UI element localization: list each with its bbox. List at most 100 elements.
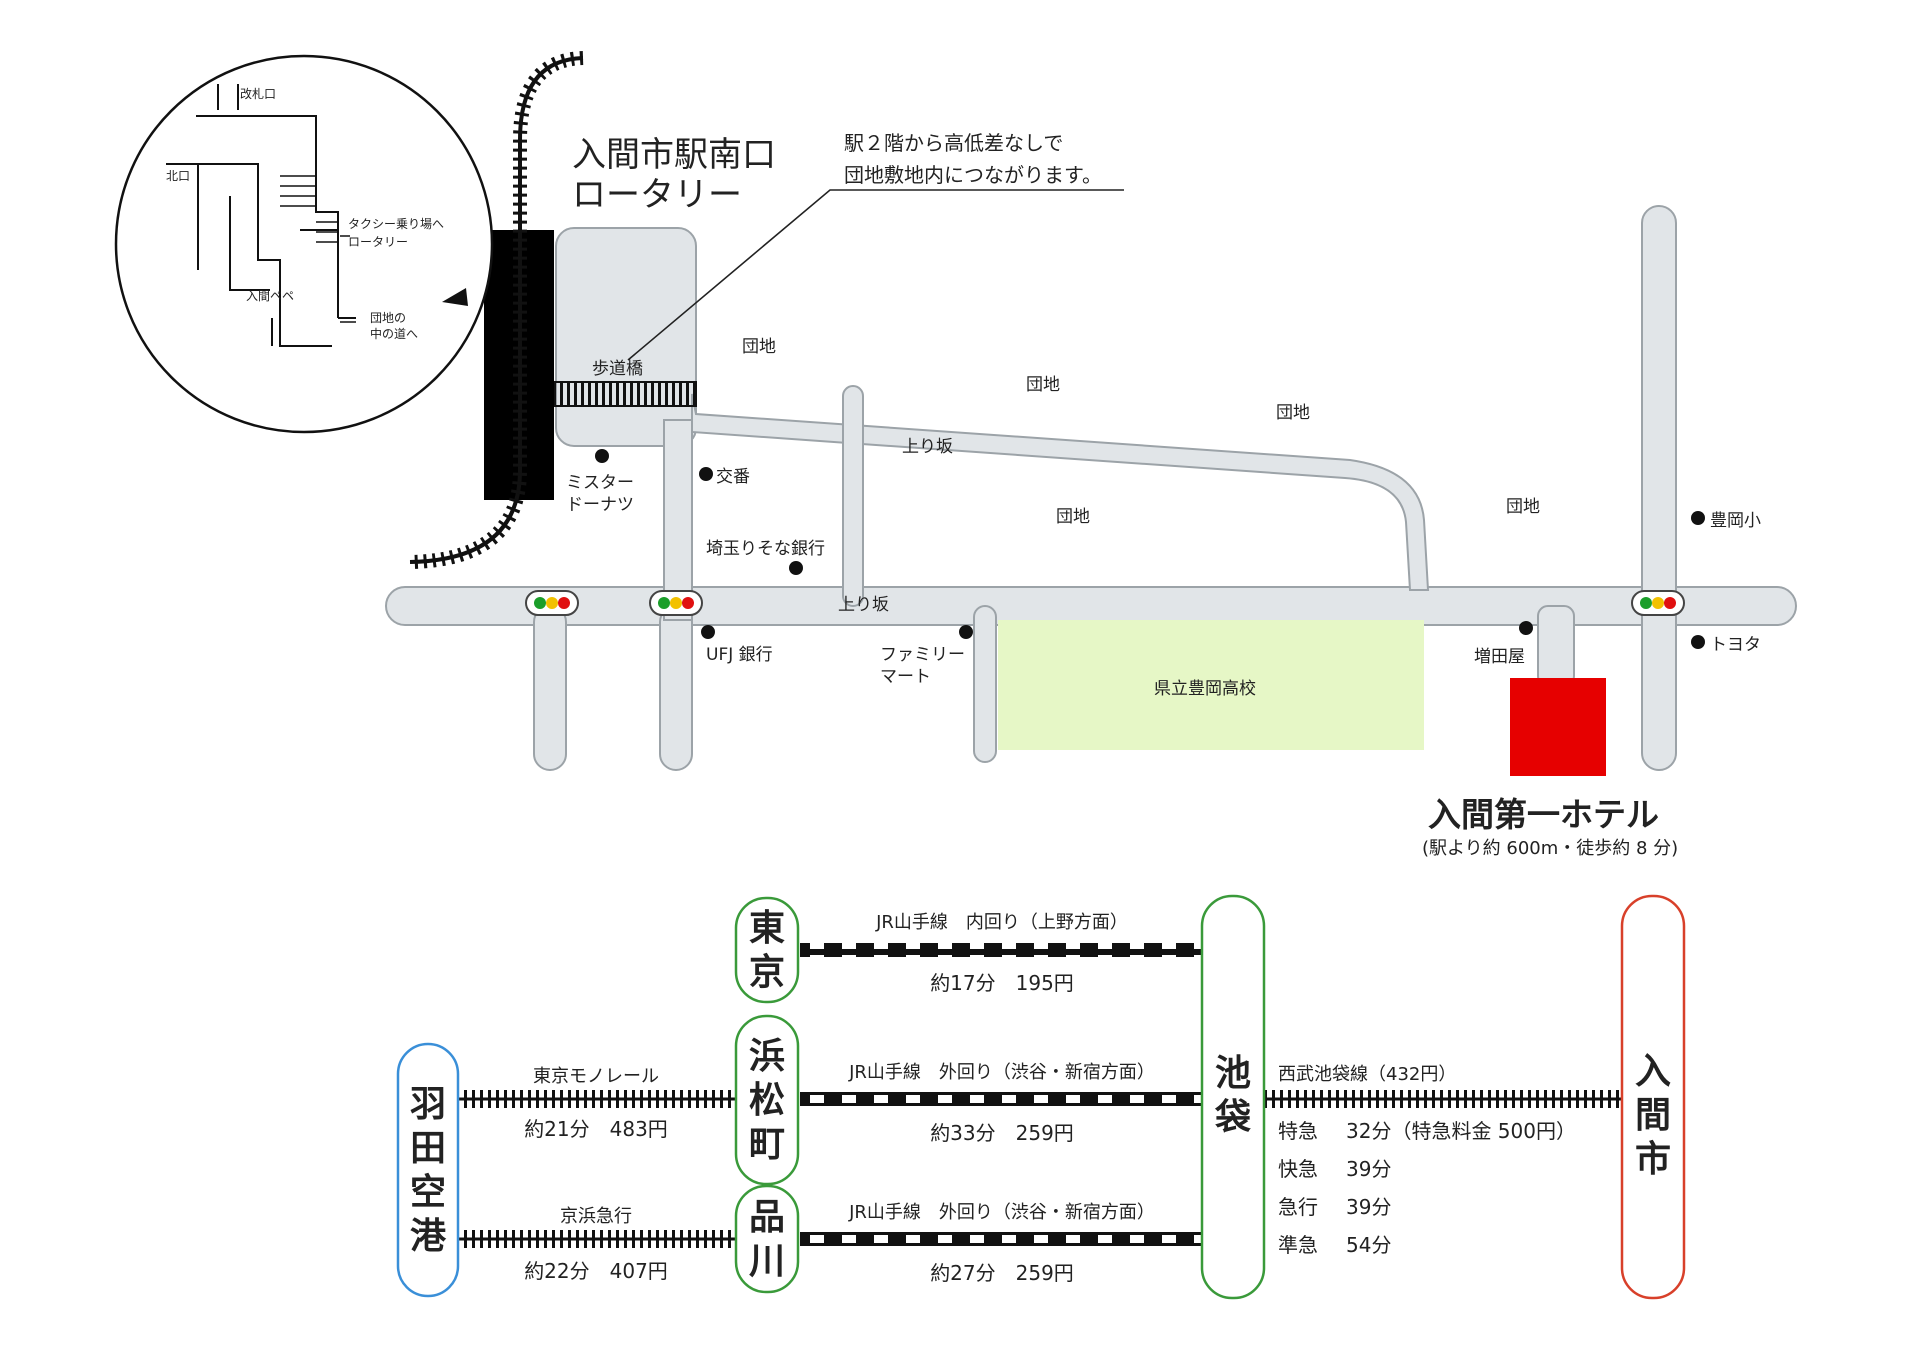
mister-donut-label-1: ミスター [566,473,634,493]
inset-danchi-road2: 中の道へ [370,326,418,341]
station-name-ikebukuro: 池袋 [1214,1053,1251,1138]
seibu-type-1: 快急 [1278,1157,1318,1181]
landmark-dot-ufj [701,625,715,639]
road-spur-1 [533,605,567,771]
familymart-label-2: マート [880,667,931,687]
road-rotary-south [663,419,693,621]
mister-donut-label-2: ドーナツ [566,495,634,515]
callout-line [627,189,1124,361]
main-road [385,586,1797,626]
callout-line1: 駅２階から高低差なしで [844,131,1063,155]
station-irumashi [1620,894,1686,1300]
north-road [691,393,1430,591]
inset-kaisatsu: 改札口 [240,87,276,101]
inset-taxi: タクシー乗り場へ [348,217,444,231]
road-spur-3 [973,605,997,763]
station-name-char: 港 [410,1216,447,1257]
landmark-dot-resona [789,561,803,575]
uphill-label-1: 上り坂 [902,437,953,457]
keikyu-label: 京浜急行 [560,1206,632,1227]
inset-kitaguchi: 北口 [166,169,190,183]
toyota-label: トヨタ [1710,635,1761,655]
station-name-tokyo: 東京 [749,908,785,993]
school-area [998,620,1424,750]
danchi-label-1: 団地 [742,337,776,357]
keikyu-time-label: 約22分 407円 [524,1259,668,1283]
station-ikebukuro [1200,894,1266,1300]
station-shinagawa [734,1184,800,1294]
tokyo-time-label: 約17分 195円 [930,971,1074,995]
seibu-time-1: 39分 [1346,1157,1391,1181]
inset-rotary: ロータリー [348,235,408,249]
seibu-time-2: 39分 [1346,1195,1391,1219]
toyooka-label: 豊岡小 [1710,511,1761,531]
danchi-label-4: 団地 [1056,507,1090,527]
station-name-char: 空 [410,1172,446,1213]
station-name-char: 市 [1635,1139,1671,1180]
station-title-line1: 入間市駅南口 [572,135,776,175]
station-name-char: 品 [749,1197,785,1238]
track-shina-ikebukuro [800,1232,1204,1246]
rotary-area [555,227,697,447]
road-network [385,205,1797,771]
station-name-char: 町 [749,1124,785,1165]
hotel-note: (駅より約 600m・徒歩約 8 分) [1422,838,1678,859]
road-spur-2 [659,605,693,771]
footbridge-label: 歩道橋 [592,359,643,379]
inset-iruma-dir: 入間ペペ [246,289,294,303]
landmark-dot-mister-donut [595,449,609,463]
seibu-type-0: 特急 [1278,1119,1318,1143]
tokyo-line-label: JR山手線 内回り（上野方面） [875,912,1128,933]
station-name-char: 田 [410,1128,446,1169]
station-tokyo [734,896,800,1004]
station-name-char: 川 [749,1241,785,1282]
hama-time-label: 約33分 259円 [930,1121,1074,1145]
traffic-light-1 [525,590,579,616]
road-east-vertical [1641,205,1677,771]
landmark-dot-familymart [959,625,973,639]
station-name-irumashi: 入間市 [1635,1051,1671,1180]
seibu-line-label: 西武池袋線（432円） [1278,1064,1456,1085]
seibu-times: 特急 32分（特急料金 500円） 快急 39分 急行 39分 準急 54分 [1278,1119,1576,1257]
station-name-hamamatsucho: 浜松町 [749,1036,785,1165]
station-name-char: 間 [1635,1095,1671,1136]
hotel-name: 入間第一ホテル [1428,795,1659,834]
monorail-time-label: 約21分 483円 [524,1117,668,1141]
station-name-char: 浜 [749,1036,785,1077]
shina-time-label: 約27分 259円 [930,1261,1074,1285]
station-hamamatsucho [734,1014,800,1186]
masudaya-label: 増田屋 [1474,647,1525,667]
station-title-line2: ロータリー [572,175,742,215]
shina-line-label: JR山手線 外回り（渋谷・新宿方面） [848,1202,1155,1223]
footbridge [553,381,697,407]
road-north-vertical [842,385,864,607]
road-spur-4 [1537,605,1575,687]
station-inset: 改札口 北口 タクシー乗り場へ ロータリー 入間ペペ 団地の 中の道へ [114,54,494,434]
koban-label: 交番 [716,467,750,487]
danchi-label-3: 団地 [1276,403,1310,423]
landmark-dot-koban [699,467,713,481]
hotel-marker [1510,678,1606,776]
familymart-label-1: ファミリー [880,645,965,665]
landmark-dot-toyooka [1691,511,1705,525]
station-name-char: 羽 [410,1084,446,1125]
callout-line2: 団地敷地内につながります。 [844,163,1102,187]
danchi-label-5: 団地 [1506,497,1540,517]
station-name-char: 東 [749,908,785,949]
seibu-type-3: 準急 [1278,1233,1318,1257]
ufj-label: UFJ 銀行 [706,645,773,665]
school-label: 県立豊岡高校 [1154,679,1256,699]
station-name-char: 入 [1635,1051,1671,1092]
station-name-char: 袋 [1214,1097,1251,1138]
track-tokyo-ikebukuro [800,943,1204,957]
traffic-light-3 [1631,590,1685,616]
seibu-time-3: 54分 [1346,1233,1391,1257]
station-haneda [396,1042,460,1298]
seibu-type-2: 急行 [1278,1195,1318,1219]
track-hama-ikebukuro [800,1092,1204,1106]
station-name-char: 松 [749,1080,785,1121]
uphill-label-2: 上り坂 [838,595,889,615]
hama-line-label: JR山手線 外回り（渋谷・新宿方面） [848,1062,1155,1083]
